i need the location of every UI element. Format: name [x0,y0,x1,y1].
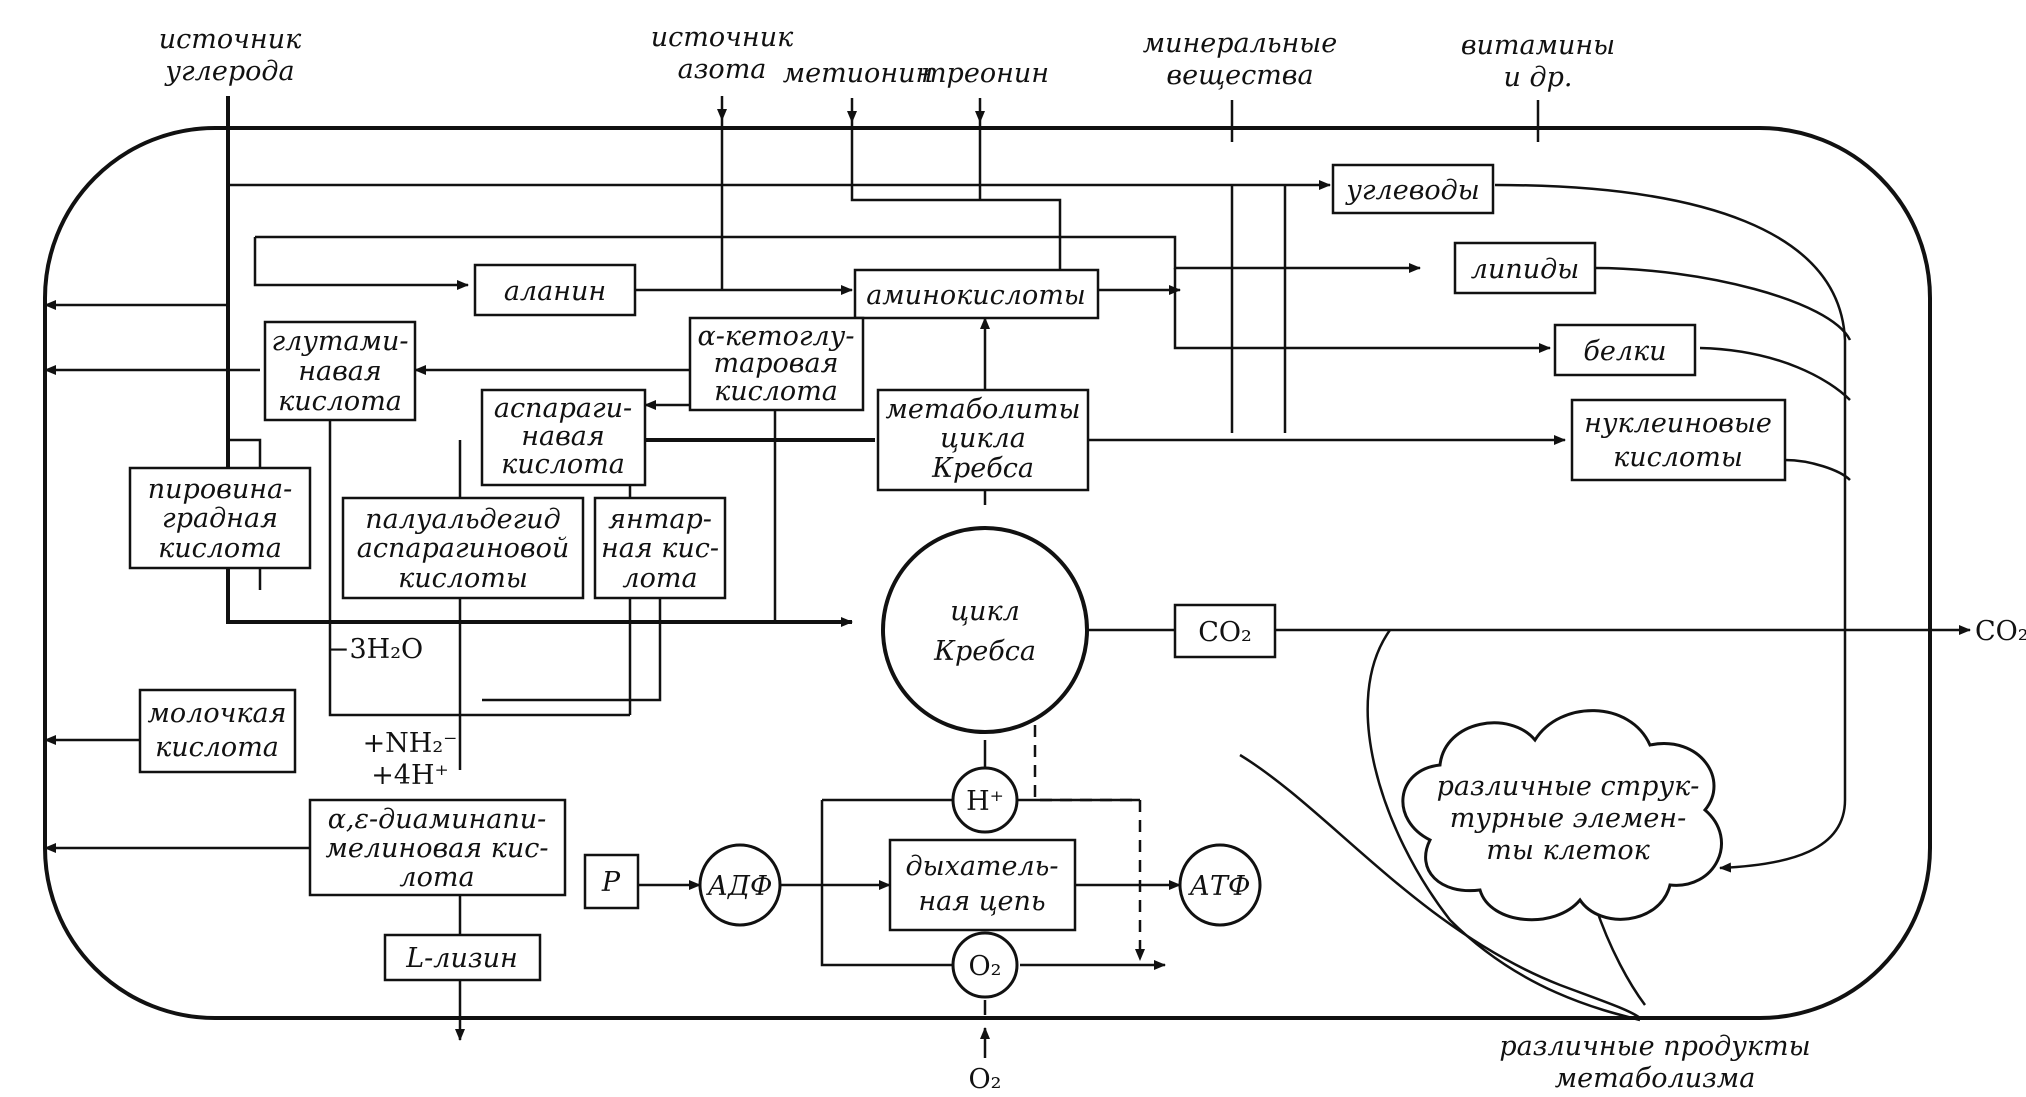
svg-text:палуальдегид: палуальдегид [365,504,561,535]
svg-text:турные элемен-: турные элемен- [1450,803,1686,834]
box-ketoglutaric-acid: α-кетоглу- таровая кислота [688,316,865,412]
box-respiratory-chain: дыхатель- ная цепь [888,838,1077,932]
connectors [44,96,1971,1058]
box-succinic-acid: янтар- ная кис- лота [593,496,727,600]
svg-text:L-лизин: L-лизин [405,943,518,974]
nitrogen-source-label: источник азота [651,22,794,85]
svg-text:углерода: углерода [164,56,294,87]
svg-text:различные продукты: различные продукты [1499,1031,1810,1062]
svg-text:O₂: O₂ [969,951,1002,982]
svg-text:кислоты: кислоты [398,563,528,594]
box-lipids: липиды [1453,241,1597,295]
svg-text:Кребса: Кребса [933,636,1036,667]
svg-text:градная: градная [162,503,278,534]
svg-text:метаболиты: метаболиты [886,394,1081,425]
box-alanine: аланин [473,263,637,317]
svg-text:ная цепь: ная цепь [918,886,1045,917]
co2-out-label: CO₂ [1975,616,2026,647]
svg-text:витамины: витамины [1461,30,1615,61]
svg-text:мелиновая кис-: мелиновая кис- [325,833,548,864]
adp-circle: АДФ [698,843,782,927]
svg-text:кислота: кислота [714,376,838,407]
svg-text:лота: лота [399,862,474,893]
svg-text:белки: белки [1583,336,1666,367]
svg-text:углеводы: углеводы [1345,175,1480,206]
svg-text:таровая: таровая [714,348,839,379]
svg-text:кислота: кислота [155,732,279,763]
oxygen-circle: O₂ [951,931,1019,999]
svg-text:CO₂: CO₂ [1198,617,1252,648]
svg-text:цикл: цикл [950,596,1020,627]
krebs-cycle-circle: цикл Кребса [881,526,1089,734]
plus-nh2-label: +NH₂⁻ [363,728,458,759]
metabolism-products-label: различные продукты метаболизма [1499,1031,1810,1094]
svg-text:Кребса: Кребса [931,453,1034,484]
hydrogen-circle: H⁺ [951,766,1019,834]
svg-text:ты клеток: ты клеток [1486,835,1650,866]
svg-text:аспарагиновой: аспарагиновой [357,533,570,564]
svg-text:α,ε-диаминапи-: α,ε-диаминапи- [328,804,547,835]
box-lactic-acid: молочкая кислота [138,688,297,774]
svg-text:α-кетоглу-: α-кетоглу- [698,321,855,352]
svg-text:дыхатель-: дыхатель- [905,851,1058,882]
svg-text:минеральные: минеральные [1143,28,1338,59]
minerals-label: минеральные вещества [1143,28,1338,91]
carbon-source-label: источник углерода [159,24,302,87]
box-diaminopimelic-acid: α,ε-диаминапи- мелиновая кис- лота [308,798,567,897]
svg-text:кислота: кислота [278,386,402,417]
svg-text:АДФ: АДФ [706,871,773,902]
box-krebs-metabolites: метаболиты цикла Кребса [876,388,1090,492]
svg-text:кислота: кислота [501,449,625,480]
svg-text:кислоты: кислоты [1613,442,1743,473]
svg-text:цикла: цикла [940,423,1026,454]
svg-text:навая: навая [521,421,605,452]
box-glutamic-acid: глутами- навая кислота [263,320,417,422]
svg-text:различные струк-: различные струк- [1437,771,1700,802]
svg-text:вещества: вещества [1166,60,1313,91]
box-nucleic-acids: нуклеиновые кислоты [1570,398,1787,482]
box-lysine: L-лизин [383,933,542,982]
svg-text:источник: источник [159,24,302,55]
box-co2: CO₂ [1173,603,1277,659]
svg-text:молочкая: молочкая [148,698,287,729]
box-phosphate: P [583,853,640,910]
plus-4h-label: +4H⁺ [371,760,449,791]
svg-text:АТФ: АТФ [1188,871,1251,902]
svg-text:аспараги-: аспараги- [494,393,632,424]
svg-text:метаболизма: метаболизма [1555,1063,1756,1094]
methionine-label: метионин [783,58,934,89]
cell-membrane [43,126,1932,1020]
cell-elements-cloud: различные струк- турные элемен- ты клето… [1401,709,1723,922]
box-amino-acids: аминокислоты [853,268,1100,320]
svg-text:ная кис-: ная кис- [601,533,719,564]
svg-text:глутами-: глутами- [271,326,408,357]
svg-text:лота: лота [622,563,697,594]
svg-text:и др.: и др. [1504,62,1573,93]
svg-text:аланин: аланин [504,276,606,307]
svg-text:аминокислоты: аминокислоты [866,280,1086,311]
svg-text:пировина-: пировина- [148,474,292,505]
svg-text:нуклеиновые: нуклеиновые [1584,408,1772,439]
svg-text:источник: источник [651,22,794,53]
svg-text:кислота: кислота [158,533,282,564]
svg-text:янтар-: янтар- [608,504,712,535]
svg-text:азота: азота [678,54,767,85]
vitamins-label: витамины и др. [1461,30,1615,93]
box-pyruvic-acid: пировина- градная кислота [128,466,312,570]
svg-text:навая: навая [298,356,382,387]
svg-text:H⁺: H⁺ [966,786,1004,817]
box-aspartic-semialdehyde: палуальдегид аспарагиновой кислоты [341,496,585,600]
minus-water-label: −3H₂O [327,634,423,665]
atp-circle: АТФ [1178,843,1262,927]
svg-text:липиды: липиды [1471,254,1579,285]
box-carbohydrates: углеводы [1331,163,1495,215]
box-aspartic-acid: аспараги- навая кислота [480,388,647,487]
svg-text:P: P [601,867,621,898]
threonine-label: треонин [921,58,1049,89]
box-proteins: белки [1553,323,1697,377]
oxygen-in-label: O₂ [969,1064,1002,1095]
